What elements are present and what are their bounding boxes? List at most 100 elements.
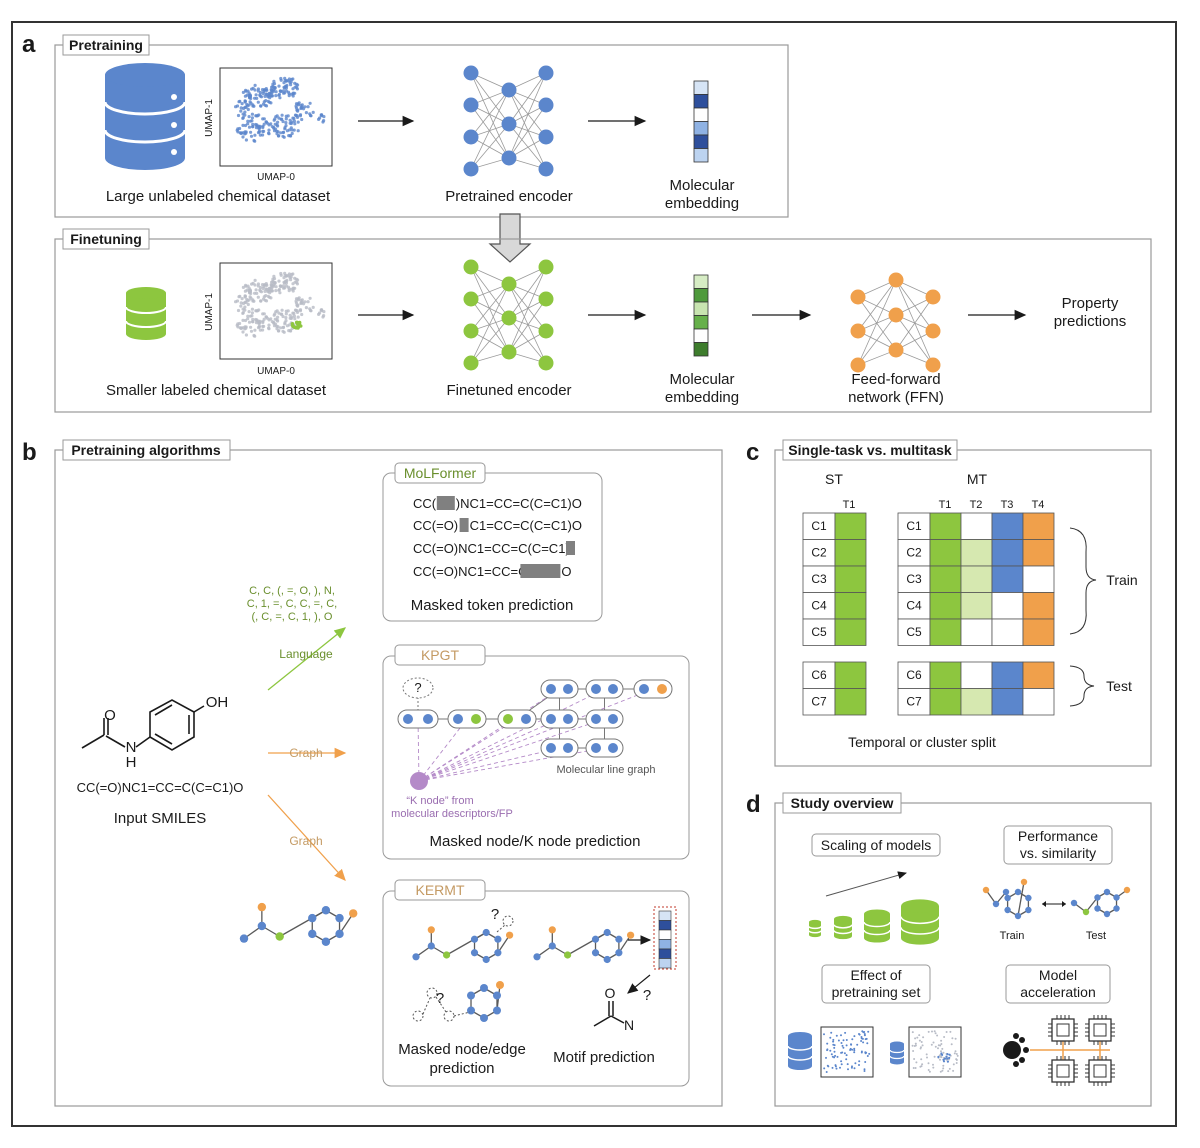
test-label: Test xyxy=(1106,678,1132,694)
umap-point xyxy=(940,1039,943,1042)
network-node xyxy=(501,344,517,360)
mt-cell xyxy=(929,565,962,593)
umap-point xyxy=(861,1037,864,1040)
algorithms-tab-label: Pretraining algorithms xyxy=(71,442,221,458)
umap-point xyxy=(264,92,268,96)
network-edge xyxy=(857,296,897,351)
umap-point xyxy=(322,310,326,314)
umap-point xyxy=(286,114,290,118)
umap-point xyxy=(920,1058,923,1061)
umap-point xyxy=(245,297,249,302)
embedding-label: embedding xyxy=(665,389,739,406)
umap-point xyxy=(304,306,308,310)
umap-point xyxy=(272,129,277,133)
umap-point xyxy=(270,289,274,293)
umap-point xyxy=(284,312,288,316)
atom-node xyxy=(546,714,556,724)
mt-cell xyxy=(991,592,1024,620)
atom-node xyxy=(546,684,556,694)
column-header: T3 xyxy=(1001,499,1014,511)
umap-point xyxy=(955,1062,958,1064)
umap-point xyxy=(262,117,266,121)
network-edge xyxy=(508,72,547,159)
umap-point xyxy=(843,1052,846,1055)
umap-point xyxy=(837,1039,840,1042)
mt-cell xyxy=(929,661,962,689)
atom-node xyxy=(403,714,413,724)
token-line: C, C, (, =, O, ), N, xyxy=(249,585,335,597)
umap-point xyxy=(288,80,292,85)
umap-point xyxy=(300,103,304,107)
umap-point xyxy=(826,1049,829,1052)
test-mol-label: Test xyxy=(1086,930,1106,942)
umap-point xyxy=(934,1032,937,1035)
mt-cell xyxy=(960,565,993,593)
umap-point xyxy=(247,320,252,324)
umap-point xyxy=(250,112,254,116)
umap-point xyxy=(277,287,281,292)
row-label: C1 xyxy=(906,519,922,533)
atom-node xyxy=(349,909,358,918)
umap-point xyxy=(243,113,247,117)
umap-point xyxy=(825,1071,828,1073)
umap-point xyxy=(280,113,284,117)
umap-point xyxy=(239,301,243,305)
umap-point xyxy=(296,129,300,133)
umap-point xyxy=(918,1034,921,1037)
database-band xyxy=(900,927,940,935)
network-edge xyxy=(470,123,510,170)
row-label-cell xyxy=(802,539,836,567)
umap-point xyxy=(256,284,260,288)
umap-point xyxy=(236,308,241,313)
knode-label: molecular descriptors/FP xyxy=(391,808,513,820)
umap-point xyxy=(241,123,245,127)
database-band xyxy=(808,926,822,930)
umap-point xyxy=(235,128,239,132)
line-graph-label: Molecular line graph xyxy=(556,764,655,776)
database-icon xyxy=(890,1044,904,1065)
umap-point xyxy=(253,328,257,332)
atom-node xyxy=(1123,886,1131,894)
umap-point xyxy=(306,105,310,109)
umap-point xyxy=(275,123,279,127)
st-cell xyxy=(834,565,867,593)
motif-bond xyxy=(593,1015,612,1027)
umap-point xyxy=(933,1055,936,1058)
network-edge xyxy=(857,314,897,366)
st-cell xyxy=(834,661,867,689)
umap-point xyxy=(854,1062,857,1065)
umap-point xyxy=(253,96,257,100)
umap-point xyxy=(864,1051,867,1054)
network-edge xyxy=(470,89,510,170)
kermt-caption: Motif prediction xyxy=(553,1049,655,1066)
umap-point xyxy=(255,309,259,313)
kpgt-tab xyxy=(394,644,486,666)
brain-icon xyxy=(1003,1041,1021,1059)
ffn-network xyxy=(850,272,941,373)
overview-tab xyxy=(782,792,902,814)
umap-point xyxy=(276,130,280,134)
umap-point xyxy=(250,119,254,123)
umap-point xyxy=(264,315,268,319)
umap-point-highlight xyxy=(948,1056,951,1059)
embedding-vector-green xyxy=(693,274,709,357)
branch-graph-label: Graph xyxy=(289,834,322,848)
umap-point xyxy=(274,94,278,98)
network-edge xyxy=(470,283,510,364)
panel-letter-d: d xyxy=(746,791,761,818)
atom-node xyxy=(1014,888,1022,896)
network-node xyxy=(463,161,479,177)
umap-point xyxy=(288,121,292,125)
umap-point xyxy=(239,326,243,330)
umap-point xyxy=(280,308,284,312)
embedding-cell xyxy=(693,328,709,343)
umap-point xyxy=(261,129,265,133)
mt-cell xyxy=(960,688,993,716)
network-node xyxy=(501,82,517,98)
atom-node xyxy=(982,886,990,894)
umap-point xyxy=(288,313,292,317)
atom-node xyxy=(480,1014,488,1022)
umap-point-highlight xyxy=(948,1053,951,1056)
umap-point xyxy=(291,289,295,293)
umap-point xyxy=(913,1058,916,1060)
